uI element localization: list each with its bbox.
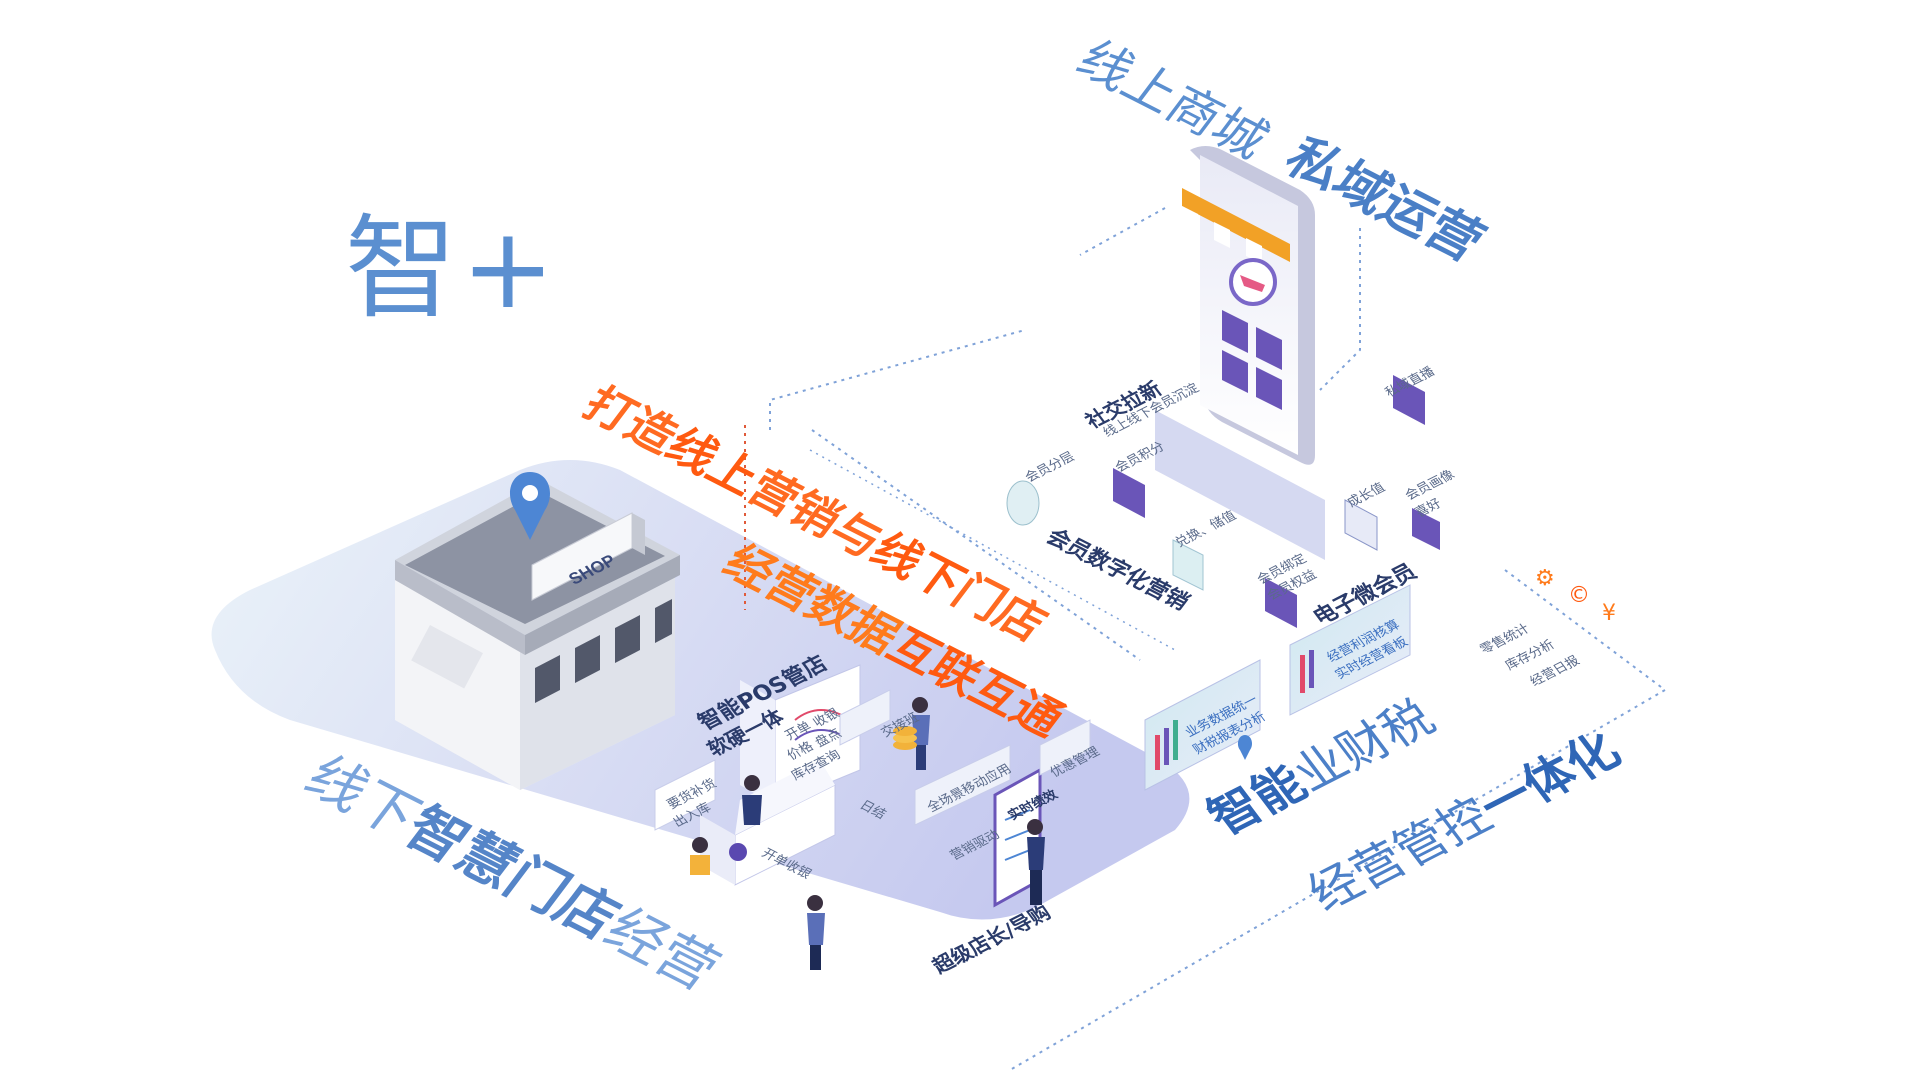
info-panel	[654, 759, 716, 831]
bar-chart-icon	[1155, 650, 1314, 770]
bar-chart-icon	[1344, 499, 1378, 551]
member-icon-cluster	[1006, 375, 1440, 628]
phone-mall	[1155, 146, 1325, 560]
points-icon	[1113, 468, 1145, 518]
finance-panels: ⚙ © ¥	[1144, 566, 1616, 791]
page-title: 智+	[345, 204, 559, 334]
map-pin-icon	[510, 472, 550, 540]
shop-building	[395, 472, 680, 790]
info-panel	[914, 744, 1011, 826]
svg-text:©: ©	[1568, 583, 1590, 608]
pos-terminal	[740, 664, 861, 806]
yen-icon: ¥	[1602, 601, 1616, 626]
map-pin-icon	[1237, 735, 1253, 760]
play-icon	[1393, 375, 1425, 425]
info-panel	[839, 689, 891, 746]
dotted-connector	[769, 329, 1026, 430]
dotted-connector	[1319, 228, 1361, 391]
info-panel	[1039, 719, 1091, 776]
user-icon	[1265, 578, 1297, 628]
dotted-connector	[1079, 207, 1166, 256]
dotted-connector	[811, 429, 1141, 661]
coin-stack	[893, 726, 917, 750]
gear-icon: ⚙	[1535, 566, 1555, 591]
dotted-connector	[1009, 569, 1667, 1071]
